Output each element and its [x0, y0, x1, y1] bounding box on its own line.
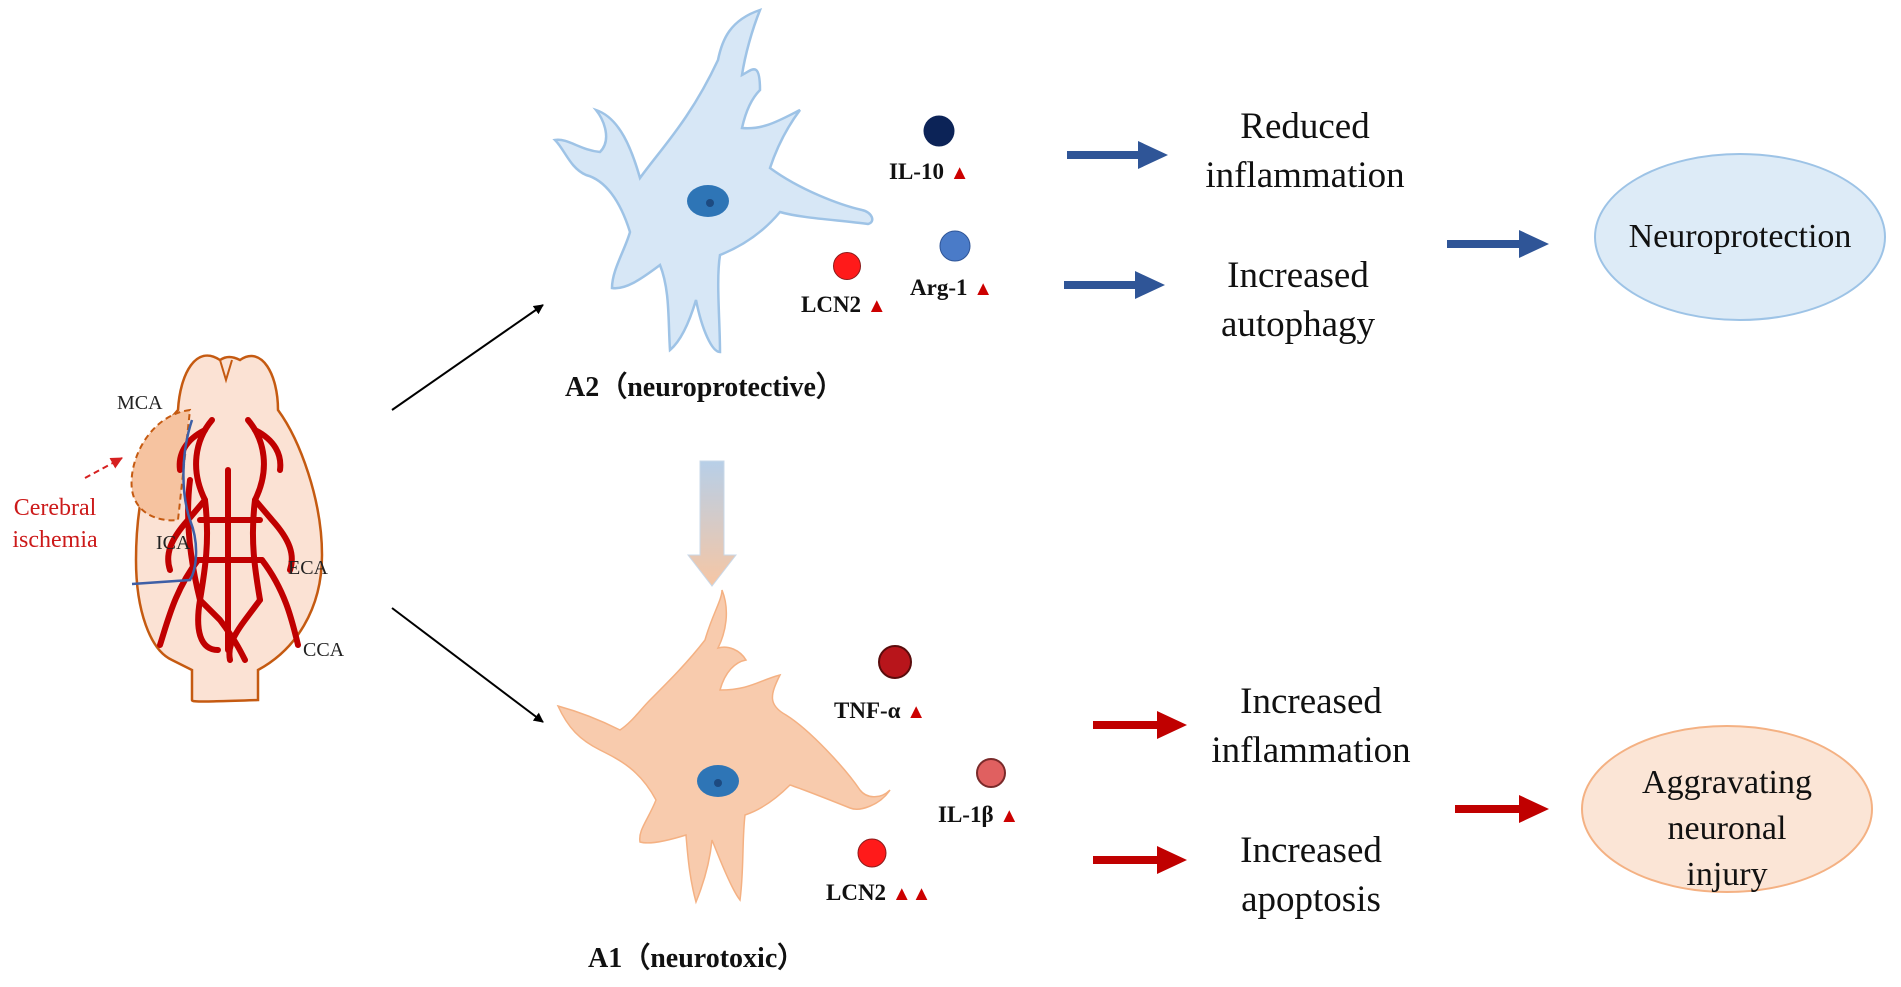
- arrow-to-a2: [391, 304, 544, 411]
- a1-lcn2-label: LCN2 ▲▲: [826, 880, 932, 905]
- il1b-label: IL-1β ▲: [938, 802, 1020, 827]
- neuroprotection-label: Neuroprotection: [1628, 218, 1852, 255]
- arg1-label: Arg-1 ▲: [910, 275, 994, 300]
- arrow-increased-autophagy: [1064, 271, 1165, 299]
- ica-overlay: [131, 419, 198, 586]
- a2-lcn2-label: LCN2 ▲: [801, 292, 887, 317]
- a2-astrocyte-cell: [552, 7, 874, 354]
- arrow-increased-inflammation: [1093, 711, 1187, 739]
- arrow-to-a1: [391, 607, 544, 723]
- arg1-up-triangle: ▲: [973, 278, 994, 300]
- a2-to-a1-transition-arrow: [686, 460, 738, 587]
- arg1-circle: [939, 230, 971, 262]
- neuroprotection-oval: [1594, 153, 1886, 321]
- vessel-label-ica: ICA: [156, 532, 191, 554]
- outcome-arrows: [1064, 141, 1549, 874]
- a1-astrocyte-cell: [556, 589, 891, 905]
- outcome-increased-autophagy: Increased autophagy: [1220, 255, 1376, 345]
- arrow-increased-apoptosis: [1093, 846, 1187, 874]
- a2-title: A2（neuroprotective）: [565, 372, 844, 403]
- neuronal-injury-oval: [1581, 725, 1873, 893]
- brain-illustration: [84, 354, 324, 703]
- arrow-to-neuroprotection: [1447, 230, 1549, 258]
- neuronal-injury-label: Aggravating neuronal injury: [1642, 764, 1812, 893]
- vessel-label-cca: CCA: [303, 639, 345, 661]
- il1b-up-triangle: ▲: [999, 805, 1020, 827]
- cerebral-ischemia-label: Cerebral ischemia: [12, 495, 98, 553]
- a1-lcn2-up-triangles: ▲▲: [891, 883, 932, 905]
- tnf-alpha-label: TNF-α ▲: [834, 698, 927, 723]
- a2-lcn2-circle: [833, 252, 861, 280]
- ischemia-pointer: [84, 457, 123, 479]
- arrow-to-neuronal-injury: [1455, 795, 1549, 823]
- vessel-label-mca: MCA: [117, 392, 163, 414]
- outcome-reduced-inflammation: Reduced inflammation: [1205, 106, 1405, 196]
- il1b-circle: [976, 758, 1006, 788]
- il10-label: IL-10 ▲: [889, 159, 970, 184]
- a1-lcn2-circle: [857, 838, 887, 868]
- a1-title: A1（neurotoxic）: [588, 943, 806, 974]
- tnf-alpha-circle: [878, 645, 912, 679]
- a2-lcn2-up-triangle: ▲: [866, 295, 887, 317]
- vessel-label-eca: ECA: [288, 557, 328, 579]
- il10-up-triangle: ▲: [949, 162, 970, 184]
- arrow-reduced-inflammation: [1067, 141, 1168, 169]
- il10-circle: [923, 115, 955, 147]
- ischemic-region: [130, 408, 192, 522]
- outcome-increased-inflammation: Increased inflammation: [1211, 681, 1411, 771]
- tnf-alpha-up-triangle: ▲: [906, 701, 927, 723]
- outcome-increased-apoptosis: Increased apoptosis: [1240, 830, 1382, 920]
